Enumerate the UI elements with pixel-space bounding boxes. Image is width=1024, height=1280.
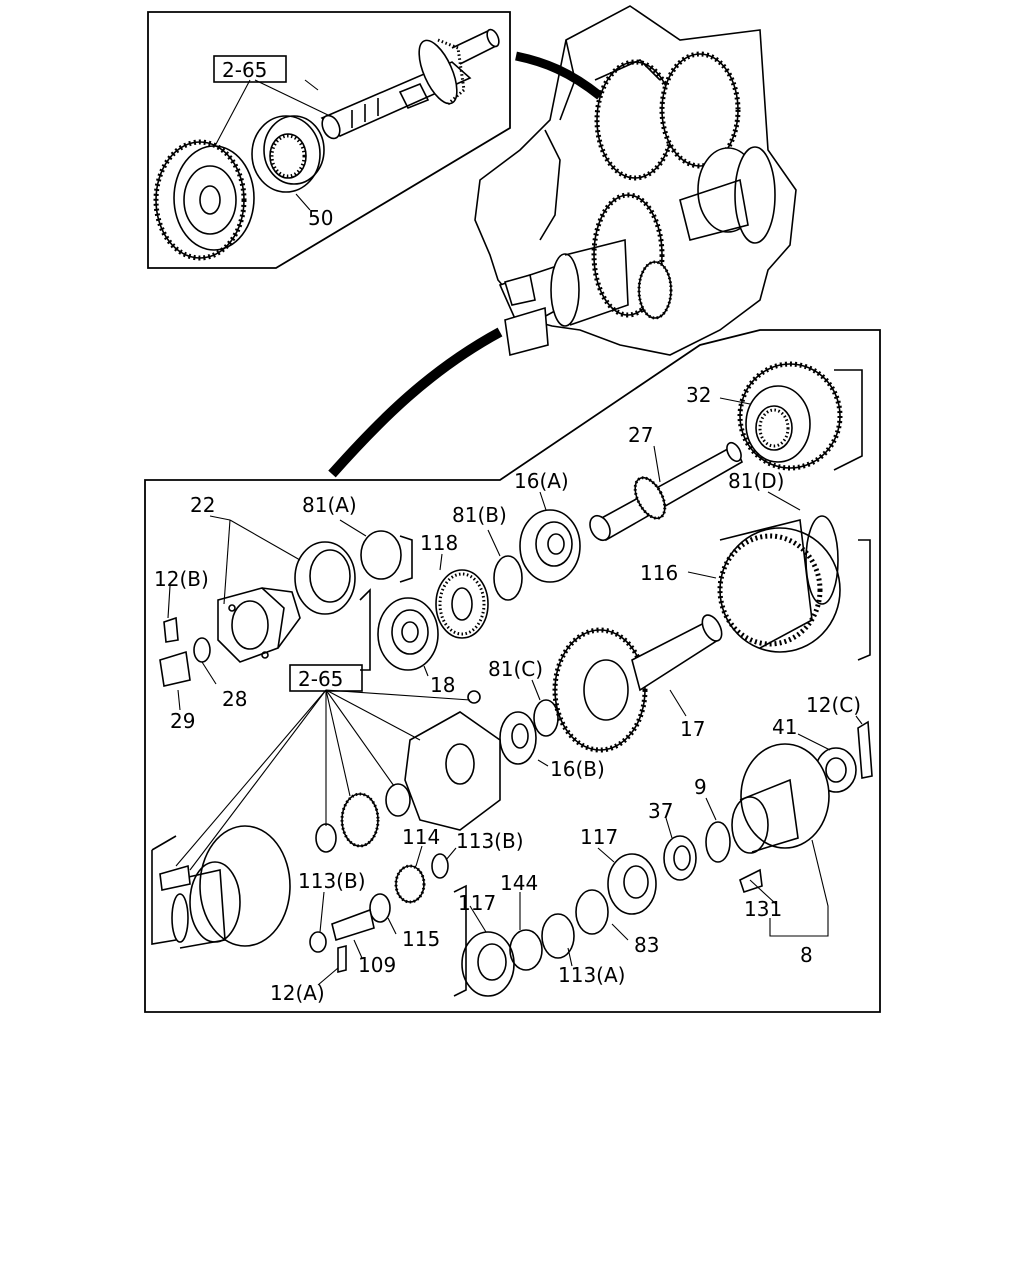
label-144: 144 bbox=[500, 871, 538, 895]
part-planet-carrier bbox=[151, 711, 501, 949]
label-12c: 12(C) bbox=[806, 693, 861, 717]
label-32: 32 bbox=[686, 383, 711, 407]
label-81c: 81(C) bbox=[488, 657, 543, 681]
label-131: 131 bbox=[744, 897, 782, 921]
part-16a-bearing bbox=[519, 509, 581, 583]
label-115: 115 bbox=[402, 927, 440, 951]
label-41: 41 bbox=[772, 715, 797, 739]
inset-leaders bbox=[214, 79, 331, 211]
label-118: 118 bbox=[420, 531, 458, 555]
inset-helical-gear bbox=[153, 139, 255, 261]
part-32-gear bbox=[737, 361, 863, 471]
label-83: 83 bbox=[634, 933, 659, 957]
reference-leaders bbox=[175, 689, 471, 871]
label-117-1: 117 bbox=[580, 825, 618, 849]
label-12b: 12(B) bbox=[154, 567, 209, 591]
label-114: 114 bbox=[402, 825, 440, 849]
part-22-bearing-housing bbox=[217, 587, 301, 663]
connector-arrows bbox=[328, 51, 603, 478]
inset-synchronizer bbox=[251, 115, 325, 193]
part-planet-gears bbox=[309, 690, 481, 974]
label-18: 18 bbox=[430, 673, 455, 697]
part-116-ring-gear bbox=[717, 515, 871, 661]
inset-mainshaft bbox=[320, 28, 500, 140]
label-leaders bbox=[167, 79, 863, 986]
label-81d: 81(D) bbox=[728, 469, 784, 493]
transmission-housing bbox=[474, 5, 797, 357]
label-81b: 81(B) bbox=[452, 503, 507, 527]
label-16a: 16(A) bbox=[514, 469, 569, 493]
part-labels: 2-65 50 32 27 22 81(A) 81(B) 16(A) 81(D)… bbox=[154, 58, 861, 1005]
label-113b-2: 113(B) bbox=[298, 869, 366, 893]
top-inset-frame bbox=[147, 11, 511, 269]
label-17: 17 bbox=[680, 717, 705, 741]
part-18-bearing bbox=[359, 588, 439, 671]
label-27: 27 bbox=[628, 423, 653, 447]
ref-boxes bbox=[213, 55, 363, 692]
label-16b: 16(B) bbox=[550, 757, 605, 781]
part-17-gear-shaft bbox=[552, 614, 723, 753]
label-116: 116 bbox=[640, 561, 678, 585]
part-8-flange bbox=[731, 743, 830, 894]
part-27-shaft bbox=[589, 441, 744, 542]
label-113a: 113(A) bbox=[558, 963, 625, 987]
part-81c-ring bbox=[533, 699, 559, 737]
label-113b-1: 113(B) bbox=[456, 829, 524, 853]
label-8: 8 bbox=[800, 943, 813, 967]
label-9: 9 bbox=[694, 775, 707, 799]
label-29: 29 bbox=[170, 709, 195, 733]
part-seal bbox=[294, 530, 413, 615]
label-117-2: 117 bbox=[458, 891, 496, 915]
label-22: 22 bbox=[190, 493, 215, 517]
label-50: 50 bbox=[308, 206, 333, 230]
label-109: 109 bbox=[358, 953, 396, 977]
part-37-bearing bbox=[663, 835, 697, 881]
part-cotter-nut-washer bbox=[159, 616, 211, 687]
label-12a: 12(A) bbox=[270, 981, 325, 1005]
label-37: 37 bbox=[648, 799, 673, 823]
ref-label-mid: 2-65 bbox=[298, 667, 343, 691]
label-28: 28 bbox=[222, 687, 247, 711]
label-81a: 81(A) bbox=[302, 493, 357, 517]
part-16b-bearing bbox=[499, 711, 537, 765]
part-81b-ring bbox=[493, 555, 523, 601]
lower-main-frame bbox=[144, 329, 881, 1013]
part-rings-83-113a-144 bbox=[509, 889, 609, 971]
part-118-sleeve bbox=[435, 569, 489, 639]
part-117-bearings bbox=[453, 853, 657, 997]
ref-label-top: 2-65 bbox=[222, 58, 267, 82]
part-9-ring bbox=[705, 821, 731, 863]
